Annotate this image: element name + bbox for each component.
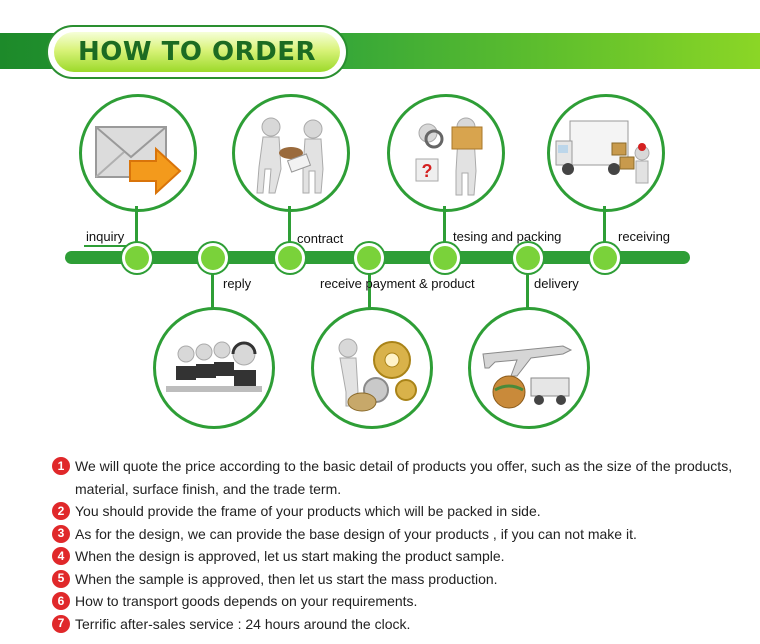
timeline-node-packing xyxy=(433,246,457,270)
delivery-illustration xyxy=(468,307,590,429)
step-text: As for the design, we can provide the ba… xyxy=(75,525,637,542)
receiving-illustration xyxy=(547,94,665,212)
label-receiving: receiving xyxy=(618,229,671,244)
timeline-node-inquiry xyxy=(125,246,149,270)
timeline-node-reply xyxy=(201,246,225,270)
label-inquiry: inquiry xyxy=(86,229,125,244)
step-text: You should provide the frame of your pro… xyxy=(75,503,541,519)
step-number-badge: 7 xyxy=(52,614,70,633)
reply-illustration xyxy=(153,307,275,429)
payment-illustration xyxy=(311,307,433,429)
step-text: We will quote the price according to the… xyxy=(75,458,733,497)
list-item: 2 You should provide the frame of your p… xyxy=(52,500,752,523)
connector-contract xyxy=(288,206,291,248)
label-delivery: delivery xyxy=(534,276,579,291)
list-item: 1 We will quote the price according to t… xyxy=(52,455,752,500)
order-steps-list: 1 We will quote the price according to t… xyxy=(52,455,752,635)
plane-globe-icon xyxy=(482,345,573,409)
step-number-badge: 1 xyxy=(52,457,70,475)
step-number-badge: 6 xyxy=(52,592,70,610)
label-packing: tesing and packing xyxy=(453,229,562,244)
timeline-node-receiving xyxy=(593,246,617,270)
step-number-badge: 3 xyxy=(52,524,70,543)
list-item: 6 How to transport goods depends on your… xyxy=(52,590,752,613)
step-number-badge: 2 xyxy=(52,502,70,520)
call-center-icon xyxy=(166,341,262,392)
timeline-node-payment xyxy=(357,246,381,270)
connector-inquiry xyxy=(135,206,138,248)
step-number-badge: 4 xyxy=(52,547,70,565)
step-text: Terrific after-sales service : 24 hours … xyxy=(75,615,411,632)
title-badge-inner: HOW TO ORDER xyxy=(54,32,340,72)
inquiry-illustration xyxy=(79,94,197,212)
list-item: 5 When the sample is approved, then let … xyxy=(52,568,752,591)
money-gears-icon xyxy=(338,338,417,412)
label-reply: reply xyxy=(223,276,252,291)
timeline-node-contract xyxy=(278,246,302,270)
testing-packing-icon: ? xyxy=(415,117,483,196)
connector-receiving xyxy=(603,206,606,248)
list-item: 3 As for the design, we can provide the … xyxy=(52,523,752,546)
step-text: When the sample is approved, then let us… xyxy=(75,570,498,587)
connector-packing xyxy=(443,206,446,248)
delivery-truck-icon xyxy=(555,120,650,184)
connector-delivery xyxy=(526,268,529,308)
envelope-arrow-icon xyxy=(95,126,182,196)
packing-illustration: ? xyxy=(387,94,505,212)
title-badge: HOW TO ORDER xyxy=(48,27,346,77)
contract-illustration xyxy=(232,94,350,212)
connector-reply xyxy=(211,268,214,308)
svg-text:?: ? xyxy=(422,161,433,181)
list-item: 7 Terrific after-sales service : 24 hour… xyxy=(52,613,752,636)
handshake-people-icon xyxy=(256,117,324,194)
page-title: HOW TO ORDER xyxy=(78,37,316,67)
label-payment: receive payment & product xyxy=(320,276,475,291)
connector-inquiry-tick xyxy=(84,245,136,247)
label-contract: contract xyxy=(297,231,344,246)
step-text: When the design is approved, let us star… xyxy=(75,548,505,564)
step-number-badge: 5 xyxy=(52,569,70,588)
timeline-node-delivery xyxy=(516,246,540,270)
connector-payment xyxy=(368,268,371,308)
list-item: 4 When the design is approved, let us st… xyxy=(52,545,752,568)
step-text: How to transport goods depends on your r… xyxy=(75,593,418,609)
